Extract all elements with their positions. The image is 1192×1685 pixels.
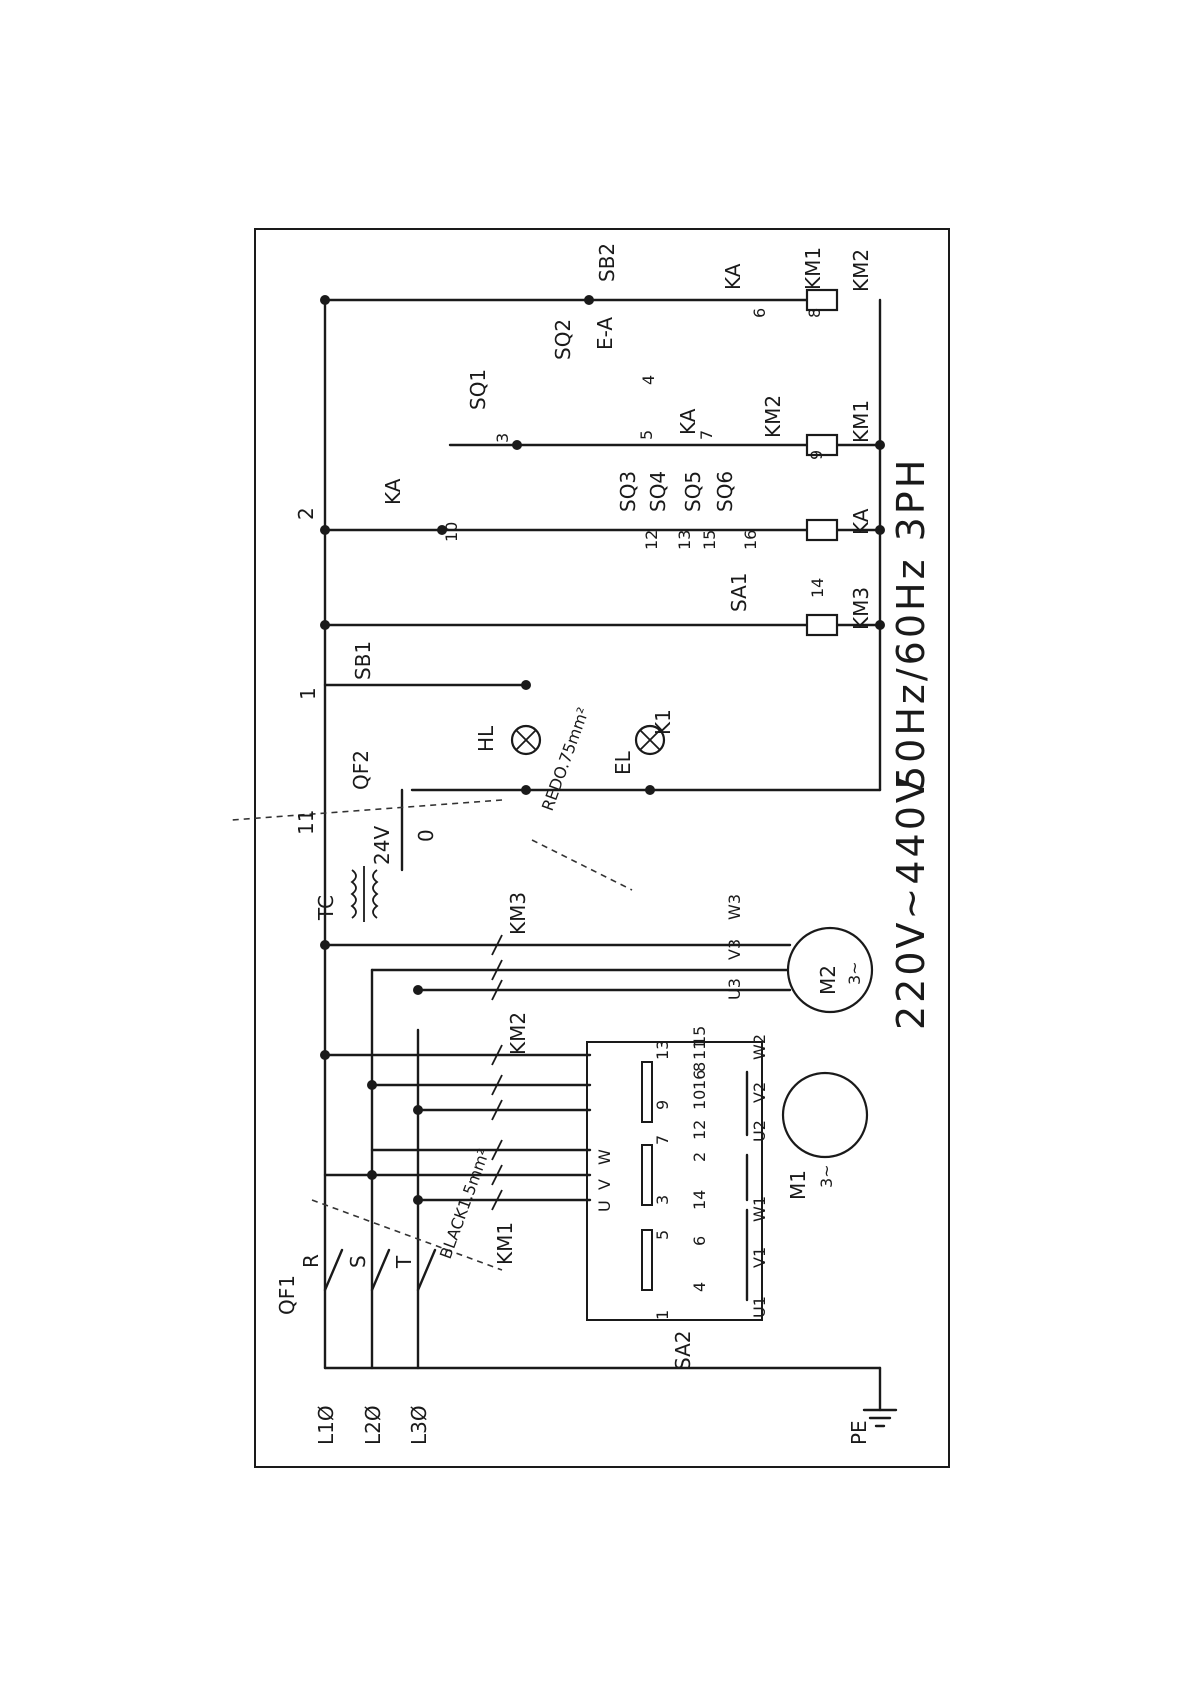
label-sa2-bottom-10: 10: [690, 1090, 709, 1110]
label-node-13: 13: [675, 530, 694, 550]
label-sa2-top-7: 7: [653, 1135, 672, 1145]
label-m1-type: 3~: [817, 1164, 836, 1188]
label-sa2-bottom-4: 4: [690, 1282, 709, 1292]
label-km2-power: KM2: [506, 1012, 530, 1055]
label-emergency: E-A: [593, 317, 617, 350]
label-sa2-bottom-15: 15: [690, 1026, 709, 1046]
label-m2: M2: [816, 965, 840, 995]
label-lamp-el: EL: [611, 750, 635, 775]
label-node-0: 0: [414, 829, 438, 842]
label-phase-l1: L1Ø: [314, 1405, 338, 1445]
label-node-7: 7: [697, 430, 716, 440]
label-node-16: 16: [741, 530, 760, 550]
label-ka-contact: KA: [381, 478, 405, 505]
label-sb1: SB1: [351, 641, 375, 680]
label-v2: V2: [750, 1082, 769, 1103]
diagram-frame: [254, 228, 950, 1468]
label-qf2: QF2: [349, 750, 373, 790]
label-sa2-bottom-2: 2: [690, 1152, 709, 1162]
label-node-9: 9: [807, 450, 826, 460]
label-sa2-top-3: 3: [653, 1195, 672, 1205]
label-aux-km2: KM2: [761, 395, 785, 438]
label-node-5: 5: [637, 430, 656, 440]
label-phase-l3: L3Ø: [407, 1405, 431, 1445]
label-coil-ka: KA: [849, 508, 873, 535]
label-km3-power: KM3: [506, 892, 530, 935]
label-tc: TC: [314, 895, 338, 921]
label-v1: V1: [750, 1247, 769, 1268]
label-sa2-top-9: 9: [653, 1100, 672, 1110]
label-w2: W2: [750, 1034, 769, 1060]
label-black-wire: BLACK1.5mm²: [436, 1146, 493, 1261]
label-node-8: 8: [805, 308, 824, 318]
label-m1: M1: [786, 1170, 810, 1200]
label-s: S: [346, 1255, 370, 1268]
label-sa2-bottom-12: 12: [690, 1120, 709, 1140]
label-u3: U3: [725, 978, 744, 1000]
label-sa2-bottom-16: 16: [690, 1070, 709, 1090]
label-node-4: 4: [639, 375, 658, 385]
label-pe: PE: [847, 1420, 871, 1445]
label-coil-km3: KM3: [849, 587, 873, 630]
label-node-11: 11: [294, 810, 318, 835]
label-w: W: [595, 1149, 614, 1165]
label-node-1: 1: [296, 687, 320, 700]
label-u2: U2: [750, 1120, 769, 1142]
label-red-wire: REDO.75mm²: [538, 705, 593, 813]
label-voltage-rating: 220V~440V: [889, 774, 933, 1030]
label-sa2-top-1: 1: [653, 1310, 672, 1320]
label-sq1: SQ1: [466, 369, 490, 410]
label-v3: V3: [725, 939, 744, 960]
label-coil-km2: KM2: [849, 249, 873, 292]
label-km1-power: KM1: [493, 1222, 517, 1265]
label-w1: W1: [750, 1196, 769, 1222]
label-t: T: [392, 1255, 416, 1269]
label-relay-ka-3: KA: [676, 408, 700, 435]
label-sa2-bottom-11: 11: [690, 1040, 709, 1060]
label-sq2: SQ2: [551, 319, 575, 360]
label-m2-type: 3~: [845, 961, 864, 985]
label-node-3: 3: [493, 433, 512, 443]
label-qf1: QF1: [275, 1275, 299, 1315]
label-lamp-h: HL: [474, 725, 498, 752]
label-u: U: [595, 1200, 614, 1212]
label-sq5: SQ5: [681, 471, 705, 512]
label-node-15: 15: [700, 530, 719, 550]
label-coil-km1: KM1: [849, 400, 873, 443]
label-aux-km1: KM1: [801, 247, 825, 290]
label-u1: U1: [750, 1296, 769, 1318]
label-sa2: SA2: [671, 1331, 695, 1370]
label-phase-l2: L2Ø: [361, 1405, 385, 1445]
schematic: [231, 288, 898, 1428]
label-sa2-bottom-6: 6: [690, 1236, 709, 1246]
label-node-6: 6: [750, 308, 769, 318]
label-sa2-bottom-8: 8: [690, 1062, 709, 1072]
label-r: R: [299, 1254, 323, 1268]
label-frequency-rating: 50Hz/60Hz 3PH: [889, 457, 933, 790]
label-sq4: SQ4: [646, 471, 670, 512]
label-node-14: 14: [808, 578, 827, 598]
label-sa2-top-13: 13: [653, 1040, 672, 1060]
labels: L1Ø L2Ø L3Ø QF1 R S T PE BLACK1.5mm² RED…: [275, 243, 933, 1445]
label-relay-ka-2: KA: [721, 263, 745, 290]
label-sb2: SB2: [595, 243, 619, 282]
label-sa2-top-5: 5: [653, 1230, 672, 1240]
label-24v: 24V: [370, 826, 394, 865]
label-sq6: SQ6: [713, 471, 737, 512]
label-v: V: [595, 1179, 614, 1190]
label-k1: K1: [651, 709, 675, 735]
label-sa1: SA1: [727, 573, 751, 612]
label-w3: W3: [725, 894, 744, 920]
label-node-2: 2: [294, 507, 318, 520]
label-node-10: 10: [442, 522, 461, 542]
label-node-12: 12: [642, 530, 661, 550]
label-sa2-bottom-14: 14: [690, 1190, 709, 1210]
label-sq3: SQ3: [616, 471, 640, 512]
